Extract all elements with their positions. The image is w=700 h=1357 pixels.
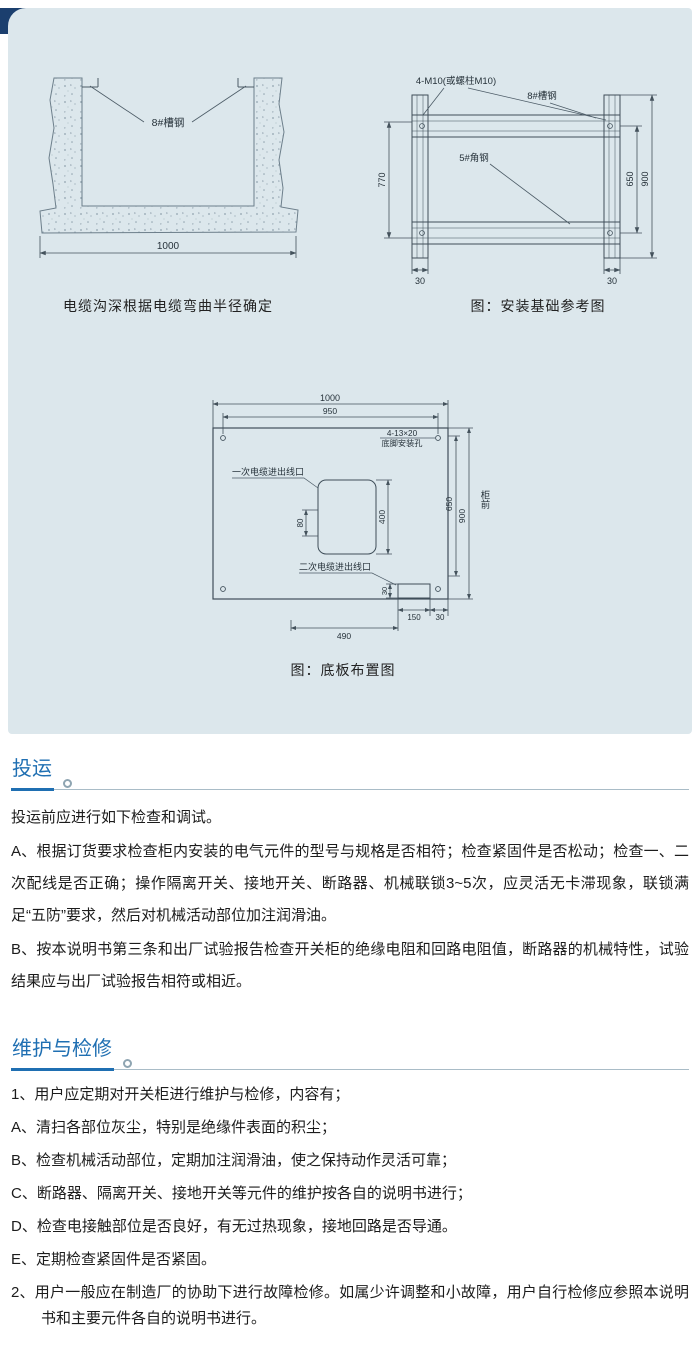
dim-490-label: 490 — [337, 631, 351, 641]
section-body: 1、用户应定期对开关柜进行维护与检修，内容有； A、清扫各部位灰尘，特别是绝缘件… — [11, 1082, 689, 1332]
hole-callout-line2: 底脚安装孔 — [382, 438, 423, 448]
secondary-opening-label: 二次电缆进出线口 — [299, 561, 371, 572]
section-maintenance: 维护与检修 1、用户应定期对开关柜进行维护与检修，内容有； A、清扫各部位灰尘，… — [11, 1032, 689, 1332]
trench-channel-label: 8#槽钢 — [152, 116, 185, 129]
paragraph-item-a: A、根据订货要求检查柜内安装的电气元件的型号与规格是否相符；检查紧固件是否松动；… — [11, 843, 689, 924]
paragraph-intro: 投运前应进行如下检查和调试。 — [11, 809, 222, 826]
foundation-dim-30-right-label: 30 — [607, 276, 617, 286]
secondary-opening-dims — [290, 583, 449, 631]
section-title: 维护与检修 — [11, 1032, 114, 1071]
secondary-cable-opening — [397, 583, 431, 599]
heading-ring-icon — [63, 779, 72, 788]
dim-30-secondary-label: 30 — [380, 587, 389, 595]
list-item-c: C、断路器、隔离开关、接地开关等元件的维护按各自的说明书进行； — [11, 1185, 472, 1202]
foundation-channel-label: 8#槽钢 — [527, 90, 557, 102]
list-item-b: B、检查机械活动部位，定期加注润滑油，使之保持动作灵活可靠； — [11, 1152, 457, 1169]
foundation-bolt-label: 4-M10(或螺柱M10) — [416, 75, 496, 87]
dim-1000-label: 1000 — [320, 393, 340, 403]
base-plate-right-dims — [448, 427, 473, 600]
foundation-angle-label: 5#角钢 — [459, 152, 489, 164]
list-item-e: E、定期检查紧固件是否紧固。 — [11, 1251, 217, 1268]
dim-950-label: 950 — [323, 406, 337, 416]
trench-concrete-walls — [39, 77, 299, 234]
trench-caption: 电缆沟深根据电缆弯曲半径确定 — [63, 298, 273, 314]
foundation-diagram: 4-M10(或螺柱M10) 8#槽钢 5#角钢 770 650 900 30 3… — [377, 75, 657, 286]
foundation-caption: 图：安装基础参考图 — [470, 298, 606, 314]
list-item-2: 2、用户一般应在制造厂的协助下进行故障检修。如属少许调整和小故障，用户自行检修应… — [11, 1284, 689, 1327]
dim-400-label: 400 — [377, 510, 387, 524]
cabinet-front-label: 柜前 — [479, 489, 491, 510]
section-body: 投运前应进行如下检查和调试。 A、根据订货要求检查柜内安装的电气元件的型号与规格… — [11, 802, 689, 998]
list-item-a: A、清扫各部位灰尘，特别是绝缘件表面的积尘； — [11, 1119, 337, 1136]
mounting-holes — [220, 435, 441, 592]
foundation-leader-lines — [422, 87, 607, 225]
base-plate-diagram: 1000 950 4-13×20 底脚安装孔 一次电缆进出线口 400 80 6… — [212, 393, 491, 641]
primary-opening-dims — [302, 479, 392, 555]
dim-150-label: 150 — [407, 613, 421, 622]
primary-cable-opening — [317, 479, 377, 555]
dim-900-right-label: 900 — [457, 509, 467, 523]
trench-width-dim-label: 1000 — [157, 241, 180, 252]
list-item-1: 1、用户应定期对开关柜进行维护与检修，内容有； — [11, 1086, 350, 1103]
dim-80-label: 80 — [296, 518, 305, 527]
trench-dim-1000 — [39, 236, 297, 258]
foundation-dim-30-left-label: 30 — [415, 276, 425, 286]
hole-callout-line1: 4-13×20 — [387, 429, 418, 438]
primary-opening-leader — [232, 477, 319, 489]
base-plate-top-dims — [212, 400, 449, 434]
foundation-dim-900-label: 900 — [640, 171, 650, 186]
paragraph-item-b: B、按本说明书第三条和出厂试验报告检查开关柜的绝缘电阻和回路电阻值，断路器的机械… — [11, 941, 689, 990]
anchor-bolt-holes — [419, 123, 613, 236]
embedded-channel-marks — [82, 78, 254, 88]
diagram-panel: 8#槽钢 1000 4-M10(或螺柱M10) 8# — [8, 8, 692, 734]
foundation-steel-frame — [411, 94, 621, 259]
base-plate-caption: 图：底板布置图 — [290, 662, 396, 678]
dim-30-gap-label: 30 — [436, 613, 445, 622]
section-title: 投运 — [11, 752, 54, 791]
trench-leader-lines — [89, 85, 247, 123]
primary-opening-label: 一次电缆进出线口 — [232, 466, 304, 477]
section-commissioning: 投运 投运前应进行如下检查和调试。 A、根据订货要求检查柜内安装的电气元件的型号… — [11, 752, 689, 998]
foundation-dim-650-label: 650 — [625, 171, 635, 186]
secondary-opening-leader — [299, 572, 397, 586]
foundation-dims — [384, 94, 657, 274]
dim-650-right-label: 650 — [444, 497, 454, 511]
base-plate-outline — [212, 427, 449, 600]
page-content: 投运 投运前应进行如下检查和调试。 A、根据订货要求检查柜内安装的电气元件的型号… — [0, 752, 700, 1357]
list-item-d: D、检查电接触部位是否良好，有无过热现象，接地回路是否导通。 — [11, 1218, 457, 1235]
section-header: 投运 — [11, 752, 689, 791]
foundation-dim-770-label: 770 — [377, 172, 387, 187]
trench-diagram: 8#槽钢 1000 — [39, 77, 299, 258]
heading-ring-icon — [123, 1059, 132, 1068]
section-header: 维护与检修 — [11, 1032, 689, 1071]
